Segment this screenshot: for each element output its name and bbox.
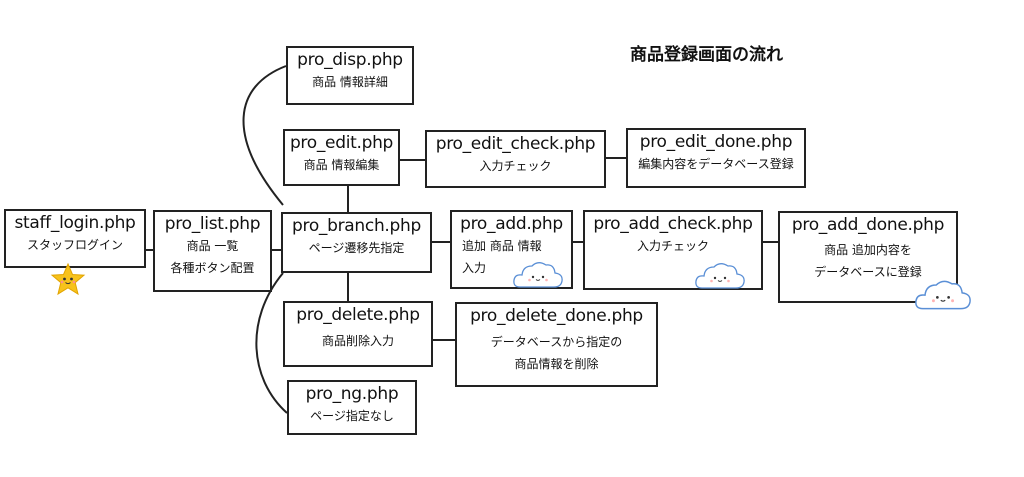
edge-curve-to-disp <box>242 65 287 206</box>
smiling-star-icon <box>50 262 86 296</box>
node-pro-add-done: pro_add_done.php 商品 追加内容を データベースに登録 <box>778 211 958 303</box>
node-desc: 入力 <box>462 261 487 275</box>
node-pro-delete-done: pro_delete_done.php データベースから指定の 商品情報を削除 <box>455 302 658 387</box>
node-desc: 編集内容をデータベース登録 <box>638 157 794 171</box>
node-desc: ページ遷移先指定 <box>308 241 405 255</box>
node-staff-login: staff_login.php スタッフログイン <box>4 209 146 268</box>
node-file-label: pro_edit.php <box>289 133 394 153</box>
node-pro-disp: pro_disp.php 商品 情報詳細 <box>286 46 414 105</box>
node-desc: スタッフログイン <box>26 238 123 252</box>
node-file-label: pro_edit_done.php <box>639 132 793 152</box>
node-desc: 商品 情報詳細 <box>312 75 388 89</box>
node-pro-edit-done: pro_edit_done.php 編集内容をデータベース登録 <box>626 128 806 188</box>
node-pro-delete: pro_delete.php 商品削除入力 <box>283 301 433 367</box>
node-desc: 入力チェック <box>479 159 552 173</box>
node-desc: 商品 情報編集 <box>303 158 380 172</box>
smiling-cloud-icon <box>915 280 971 310</box>
node-pro-ng: pro_ng.php ページ指定なし <box>287 380 417 435</box>
node-desc: 追加 商品 情報 <box>462 239 542 253</box>
node-pro-edit-check: pro_edit_check.php 入力チェック <box>425 130 606 188</box>
smiling-cloud-icon <box>513 262 563 288</box>
node-file-label: pro_add_done.php <box>791 215 945 235</box>
node-pro-branch: pro_branch.php ページ遷移先指定 <box>281 212 432 273</box>
node-file-label: pro_branch.php <box>292 216 421 236</box>
node-desc: 商品 追加内容を <box>824 243 912 257</box>
node-desc: 入力チェック <box>636 239 709 253</box>
node-file-label: pro_delete.php <box>296 305 420 325</box>
node-file-label: pro_add_check.php <box>593 214 753 234</box>
node-desc: 商品情報を削除 <box>514 357 599 371</box>
node-desc: データベースに登録 <box>814 265 922 279</box>
node-desc: 商品削除入力 <box>321 334 394 348</box>
smiling-cloud-icon <box>695 263 745 289</box>
node-file-label: staff_login.php <box>14 213 136 233</box>
node-file-label: pro_list.php <box>164 214 261 234</box>
node-file-label: pro_add.php <box>460 214 563 234</box>
node-file-label: pro_disp.php <box>297 50 403 70</box>
node-file-label: pro_edit_check.php <box>435 134 596 154</box>
node-desc: 商品 一覧 <box>186 239 239 253</box>
node-file-label: pro_delete_done.php <box>470 306 643 326</box>
diagram-title: 商品登録画面の流れ <box>630 45 783 65</box>
node-file-label: pro_ng.php <box>305 384 399 404</box>
node-pro-edit: pro_edit.php 商品 情報編集 <box>283 129 400 186</box>
node-desc: 各種ボタン配置 <box>170 261 255 275</box>
node-desc: データベースから指定の <box>490 335 623 349</box>
node-pro-list: pro_list.php 商品 一覧 各種ボタン配置 <box>153 210 272 292</box>
node-desc: ページ指定なし <box>310 409 394 423</box>
